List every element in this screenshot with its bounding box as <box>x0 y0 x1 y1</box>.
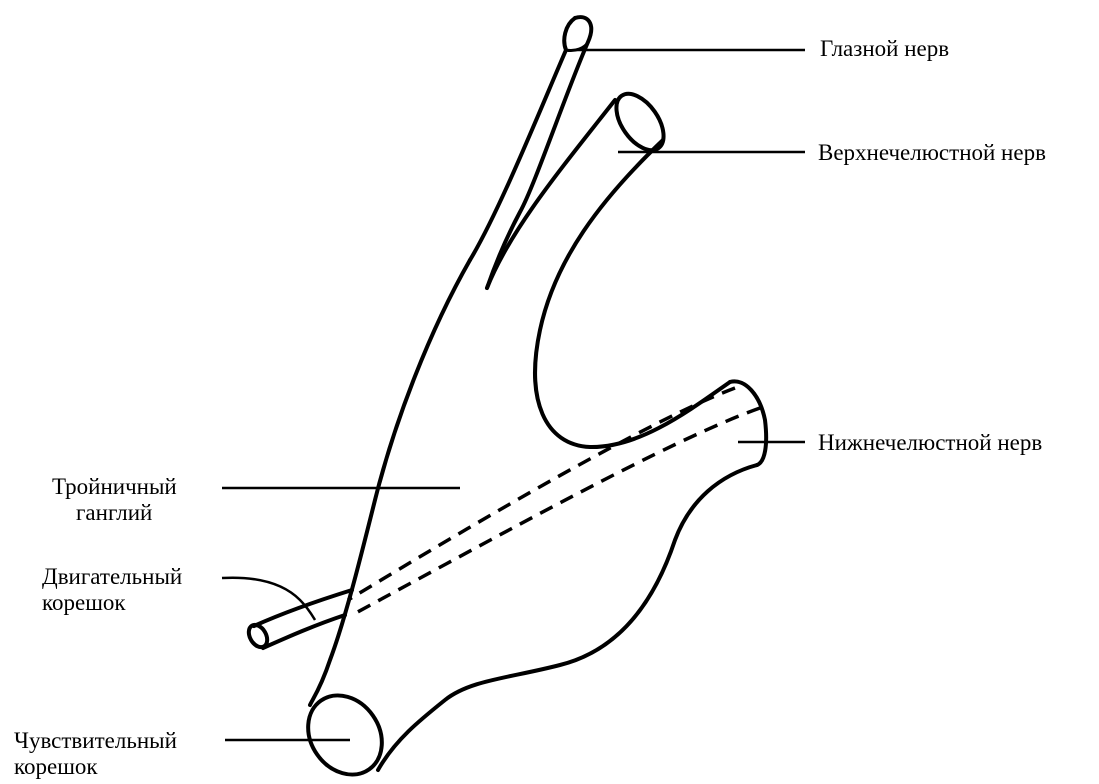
label-trigeminal-ganglion-line2: ганглий <box>52 500 177 526</box>
ganglion-body <box>310 260 757 770</box>
label-motor-root-line2: корешок <box>42 590 182 616</box>
label-trigeminal-ganglion-line1: Тройничный <box>52 474 177 500</box>
label-sensory-root-line2: корешок <box>14 754 177 780</box>
label-sensory-root: Чувствительный корешок <box>14 728 177 780</box>
label-trigeminal-ganglion: Тройничный ганглий <box>52 474 177 526</box>
label-maxillary-nerve: Верхнечелюстной нерв <box>818 140 1046 166</box>
sensory-root <box>293 681 397 784</box>
label-motor-root-line1: Двигательный <box>42 564 182 590</box>
maxillary-nerve <box>487 85 730 447</box>
label-ophthalmic-nerve: Глазной нерв <box>820 36 949 62</box>
leader-lines <box>222 50 805 740</box>
label-sensory-root-line1: Чувствительный <box>14 728 177 754</box>
label-mandibular-nerve: Нижнечелюстной нерв <box>818 430 1042 456</box>
label-motor-root: Двигательный корешок <box>42 564 182 616</box>
mandibular-nerve <box>348 381 766 615</box>
